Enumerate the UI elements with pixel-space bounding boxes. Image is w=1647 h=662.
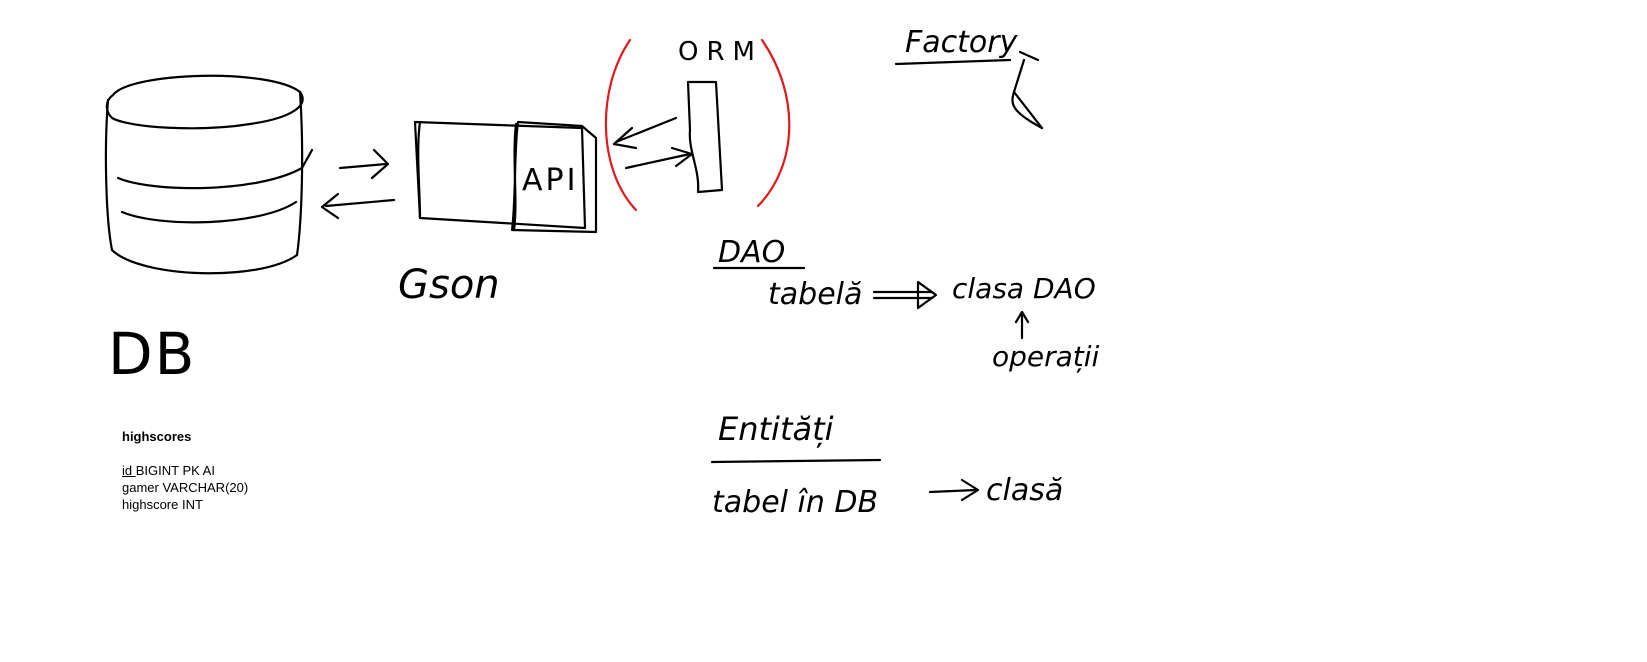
schema-row: id BIGINT PK AI: [122, 462, 248, 479]
entity-right-text: clasă: [986, 473, 1063, 508]
schema-title: highscores: [122, 429, 192, 444]
entity-arrow: [928, 478, 980, 502]
dao-title: DAO: [718, 235, 785, 270]
schema-col-name: highscore: [122, 497, 182, 512]
db-api-arrows: [320, 148, 396, 220]
entity-left-text: tabel în DB: [712, 485, 878, 520]
orm-parentheses: [604, 38, 791, 212]
db-label: DB: [108, 320, 196, 388]
dao-arrow: [872, 280, 938, 310]
dao-note-arrow: [1014, 310, 1030, 340]
schema-col-name: gamer: [122, 480, 163, 495]
dao-right-text: clasa DAO: [952, 272, 1096, 305]
orm-label: ORM: [678, 37, 763, 67]
dao-left-text: tabelă: [768, 277, 862, 312]
factory-label: Factory: [905, 25, 1019, 60]
database-cylinder-icon: [104, 74, 314, 275]
api-box: [413, 120, 598, 234]
orm-connector: [612, 80, 724, 194]
api-label: API: [522, 163, 578, 198]
schema-col-name: id: [122, 463, 136, 478]
schema-row: gamer VARCHAR(20): [122, 479, 248, 496]
arrow-to-api: [338, 162, 388, 170]
factory-underline: [894, 50, 1044, 130]
api-caption: Gson: [398, 262, 500, 308]
arrow-to-orm-block: [624, 152, 692, 170]
schema-col-type: BIGINT PK AI: [135, 463, 215, 478]
schema-col-type: INT: [181, 497, 203, 512]
schema-col-type: VARCHAR(20): [162, 480, 249, 495]
arrow-to-db: [324, 198, 396, 208]
highscores-schema: highscores id BIGINT PK AI gamer VARCHAR…: [122, 428, 248, 513]
schema-row: highscore INT: [122, 496, 248, 513]
entity-title: Entități: [718, 410, 834, 448]
dao-note-text: operații: [992, 340, 1100, 373]
arrow-to-api-box: [614, 116, 678, 144]
entity-divider: [710, 458, 882, 464]
